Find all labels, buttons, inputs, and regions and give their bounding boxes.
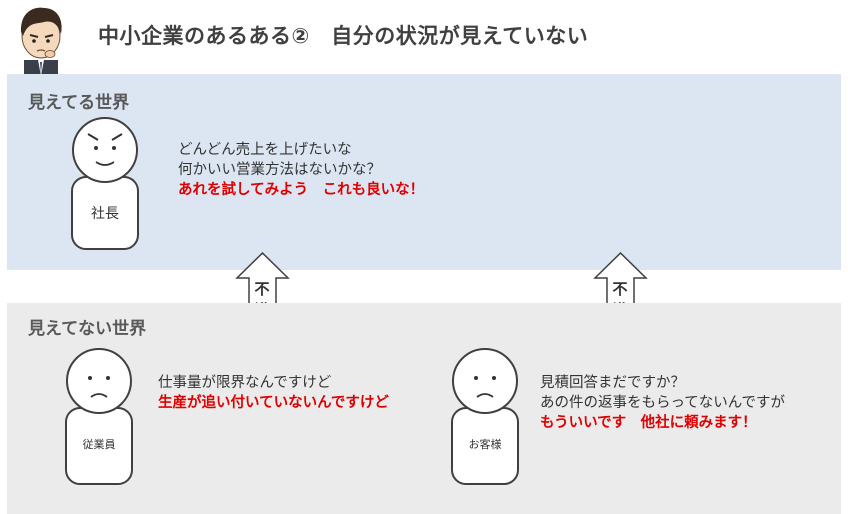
customer-highlight: もういいです 他社に頼みます！ — [540, 415, 757, 431]
customer-line-2: あの件の返事をもらってないんですが — [540, 395, 786, 411]
president-name: 社長 — [91, 206, 119, 222]
customer-speech: 見積回答まだですか？ あの件の返事をもらってないんですが もういいです 他社に頼… — [540, 373, 785, 433]
president-speech: どんどん売上を上げたいな 何かいい営業方法はないかな？ あれを試してみよう これ… — [178, 140, 424, 200]
employee-figure — [65, 348, 133, 485]
visible-world-panel — [7, 74, 841, 270]
employee-line: 仕事量が限界なんですけど — [158, 375, 332, 391]
customer-name: お客様 — [468, 438, 502, 451]
president-line-2: 何かいい営業方法はないかな？ — [178, 162, 381, 178]
page-title: 中小企業のあるある② 自分の状況が見えていない — [98, 24, 589, 48]
employee-name: 従業員 — [82, 438, 116, 451]
president-figure — [71, 117, 139, 250]
employee-highlight: 生産が追い付いていないんですけど — [158, 395, 389, 411]
customer-line-1: 見積回答まだですか？ — [540, 375, 685, 391]
invisible-world-label: 見えてない世界 — [28, 319, 147, 339]
president-highlight: あれを試してみよう これも良いな！ — [178, 182, 425, 198]
employee-speech: 仕事量が限界なんですけど 生産が追い付いていないんですけど — [158, 373, 389, 413]
invisible-world-panel — [7, 303, 841, 514]
president-line-1: どんどん売上を上げたいな — [178, 142, 352, 158]
businessman-avatar-icon — [20, 7, 62, 78]
visible-world-label: 見えてる世界 — [28, 93, 130, 113]
customer-figure — [451, 348, 519, 485]
